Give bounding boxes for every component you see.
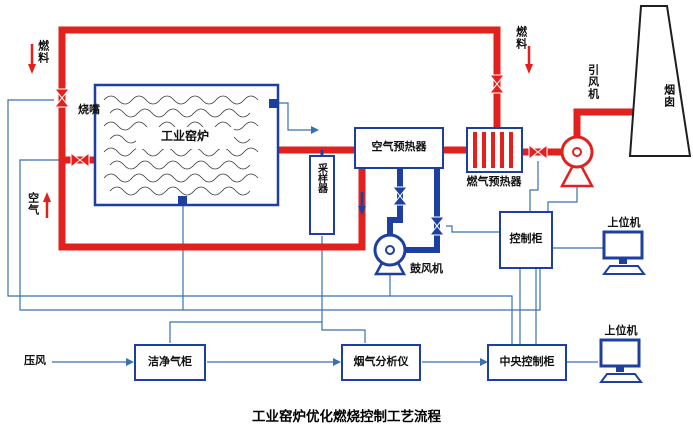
induced-draft-fan	[559, 135, 595, 188]
induced-fan-hub	[572, 147, 582, 157]
furnace-label: 工业窑炉	[160, 129, 209, 143]
central-control-cabinet-box	[487, 344, 567, 381]
sampler-box	[309, 155, 335, 235]
gas-preheater-tubes	[473, 132, 513, 168]
air-label: 空气	[26, 192, 40, 216]
chimney-shape	[628, 5, 692, 157]
flow-arrows	[28, 44, 533, 218]
arrow-into-central-icon	[480, 358, 488, 366]
arrow-into-analyzer-icon	[333, 358, 341, 366]
air-valve-1	[391, 186, 409, 206]
pipe-blower-branch-2	[404, 168, 440, 253]
flue-valve	[528, 143, 548, 161]
clean-gas-cabinet-label: 洁净气柜	[148, 355, 192, 368]
fuel-valve-left	[53, 88, 71, 108]
central-control-cabinet-label: 中央控制柜	[499, 355, 555, 368]
pipe-fan-to-chimney	[573, 108, 640, 140]
control-cabinet-box	[499, 211, 553, 269]
air-preheater-label: 空气预热器	[371, 140, 427, 153]
air-preheater-box	[354, 127, 444, 169]
signal-fuel-valve-loop	[7, 99, 513, 345]
monitor-stand-icon	[616, 367, 624, 372]
blower-hub	[385, 245, 395, 255]
diagram-title: 工业窑炉优化燃烧控制工艺流程	[252, 409, 441, 425]
monitor-stand-icon	[619, 259, 627, 264]
host-computer-upper-icon	[602, 230, 646, 275]
air-arrow-up	[43, 192, 51, 218]
blower-label: 鼓风机	[410, 262, 443, 275]
red-pipes	[58, 26, 640, 251]
arrow-to-sampler-icon	[311, 126, 319, 134]
signal-sampler-to-analyzer	[321, 236, 366, 343]
chimney-label: 烟囱	[662, 84, 676, 108]
burner-valve	[70, 151, 90, 169]
keyboard-icon	[599, 373, 643, 383]
signal-cabinet-to-flue-valve	[529, 161, 539, 212]
fuel-right-label: 燃料	[514, 26, 528, 50]
control-cabinet-label: 控制柜	[509, 232, 543, 245]
clean-gas-cabinet-box	[134, 344, 206, 381]
furnace-side-port	[269, 99, 278, 108]
monitor-icon	[599, 338, 641, 368]
signal-fan-control	[547, 186, 578, 212]
air-valve-2	[428, 216, 446, 236]
valves	[53, 74, 548, 236]
fuel-left-label: 燃料	[36, 40, 50, 64]
pipe-fuel-supply-and-air-return	[58, 26, 501, 251]
signal-arrowheads	[126, 126, 488, 366]
blower-fan	[373, 233, 407, 276]
sampler-label: 采样器	[315, 163, 327, 193]
induced-fan-pedestal	[559, 155, 595, 188]
signal-cabinet-to-blue-valves	[446, 225, 500, 233]
monitor-icon	[602, 230, 644, 260]
furnace-label-backing	[136, 127, 234, 149]
signal-furnace-side-sensor	[278, 102, 311, 131]
arrow-into-cleangas-icon	[126, 358, 134, 366]
signal-lines	[7, 99, 604, 363]
gas-preheater-label: 燃气预热器	[466, 175, 522, 188]
fuel-right-arrow-down	[525, 46, 533, 74]
gas-preheater-box	[466, 127, 523, 173]
host-lower-label: 上位机	[604, 324, 638, 337]
compressed-air-label: 压风	[24, 354, 46, 367]
preheated-air-arrow-down	[358, 192, 366, 215]
host-computer-lower-icon	[599, 338, 643, 383]
fuel-valve-right	[488, 74, 506, 94]
furnace-bottom-port	[178, 196, 187, 205]
induced-fan-label: 引风机	[586, 64, 600, 100]
signal-cleangas-to-sampler	[169, 321, 322, 343]
fuel-left-arrow-down	[28, 44, 36, 74]
signal-burner-valve-loop	[19, 159, 541, 311]
host-upper-label: 上位机	[607, 216, 641, 229]
keyboard-icon	[602, 265, 646, 275]
flue-gas-analyzer-box	[341, 344, 421, 381]
burner-label: 烧嘴	[78, 103, 100, 116]
flue-gas-analyzer-label: 烟气分析仪	[353, 355, 409, 368]
